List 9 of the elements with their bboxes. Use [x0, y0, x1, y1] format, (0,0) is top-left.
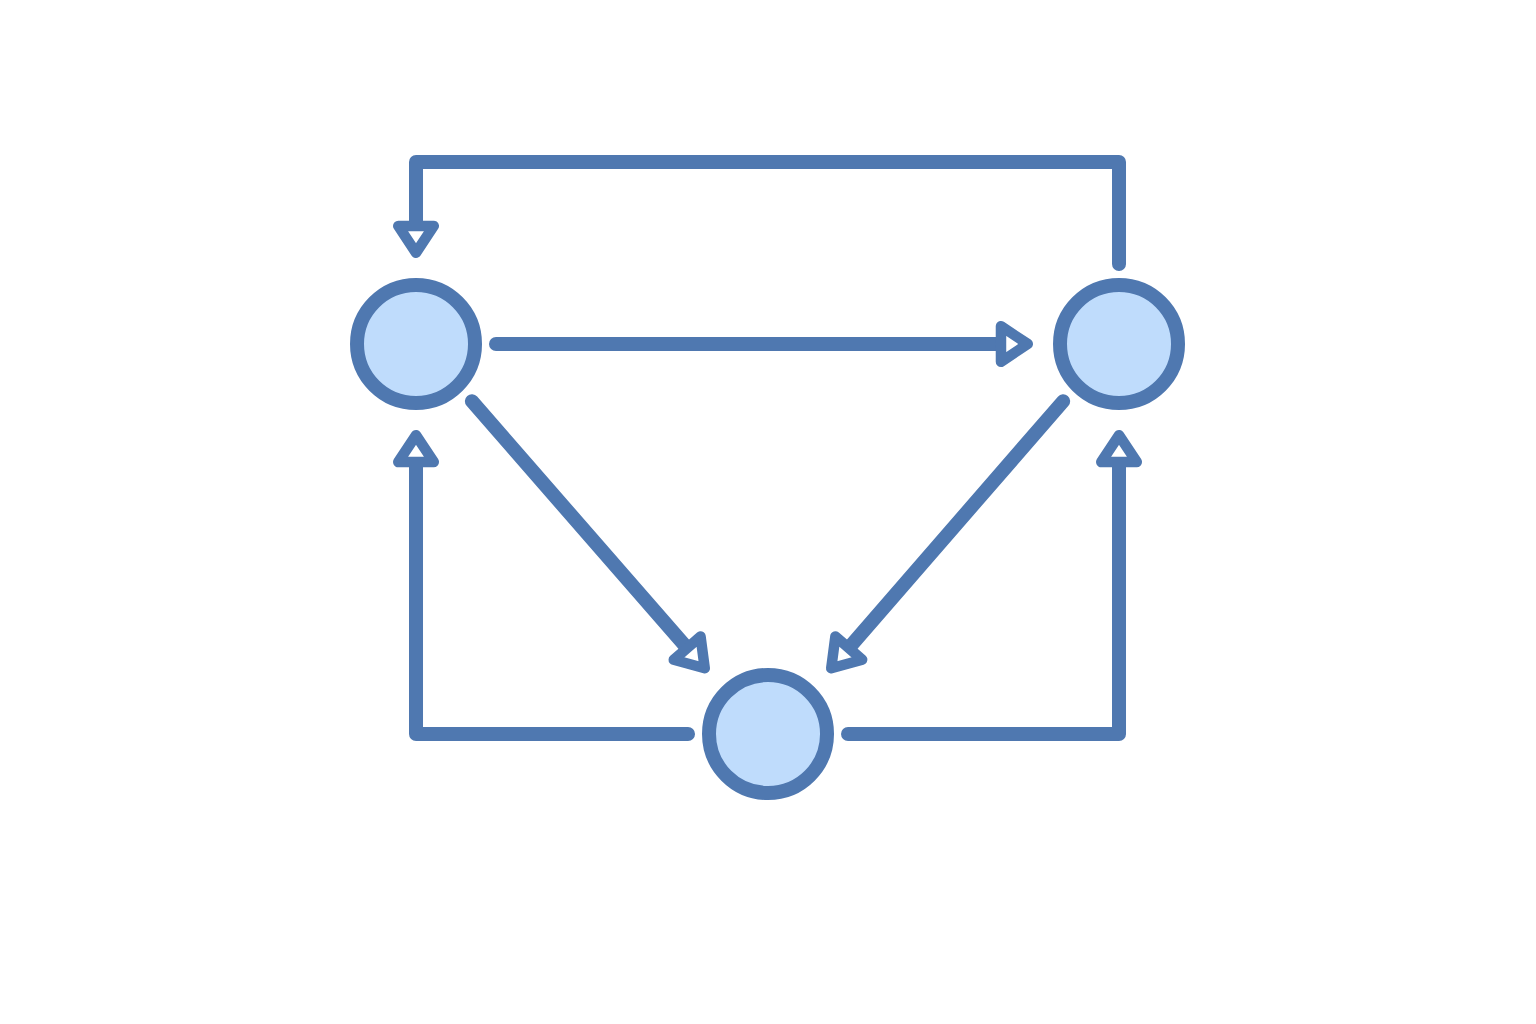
- arrow: [393, 155, 1126, 271]
- arrow: [841, 430, 1143, 741]
- circle-node: [702, 668, 834, 800]
- arrow: [826, 394, 1071, 674]
- arrow: [464, 394, 710, 674]
- circle-node: [1053, 278, 1185, 410]
- arrow: [489, 321, 1033, 367]
- circle-node: [350, 278, 482, 410]
- arrow: [393, 430, 695, 741]
